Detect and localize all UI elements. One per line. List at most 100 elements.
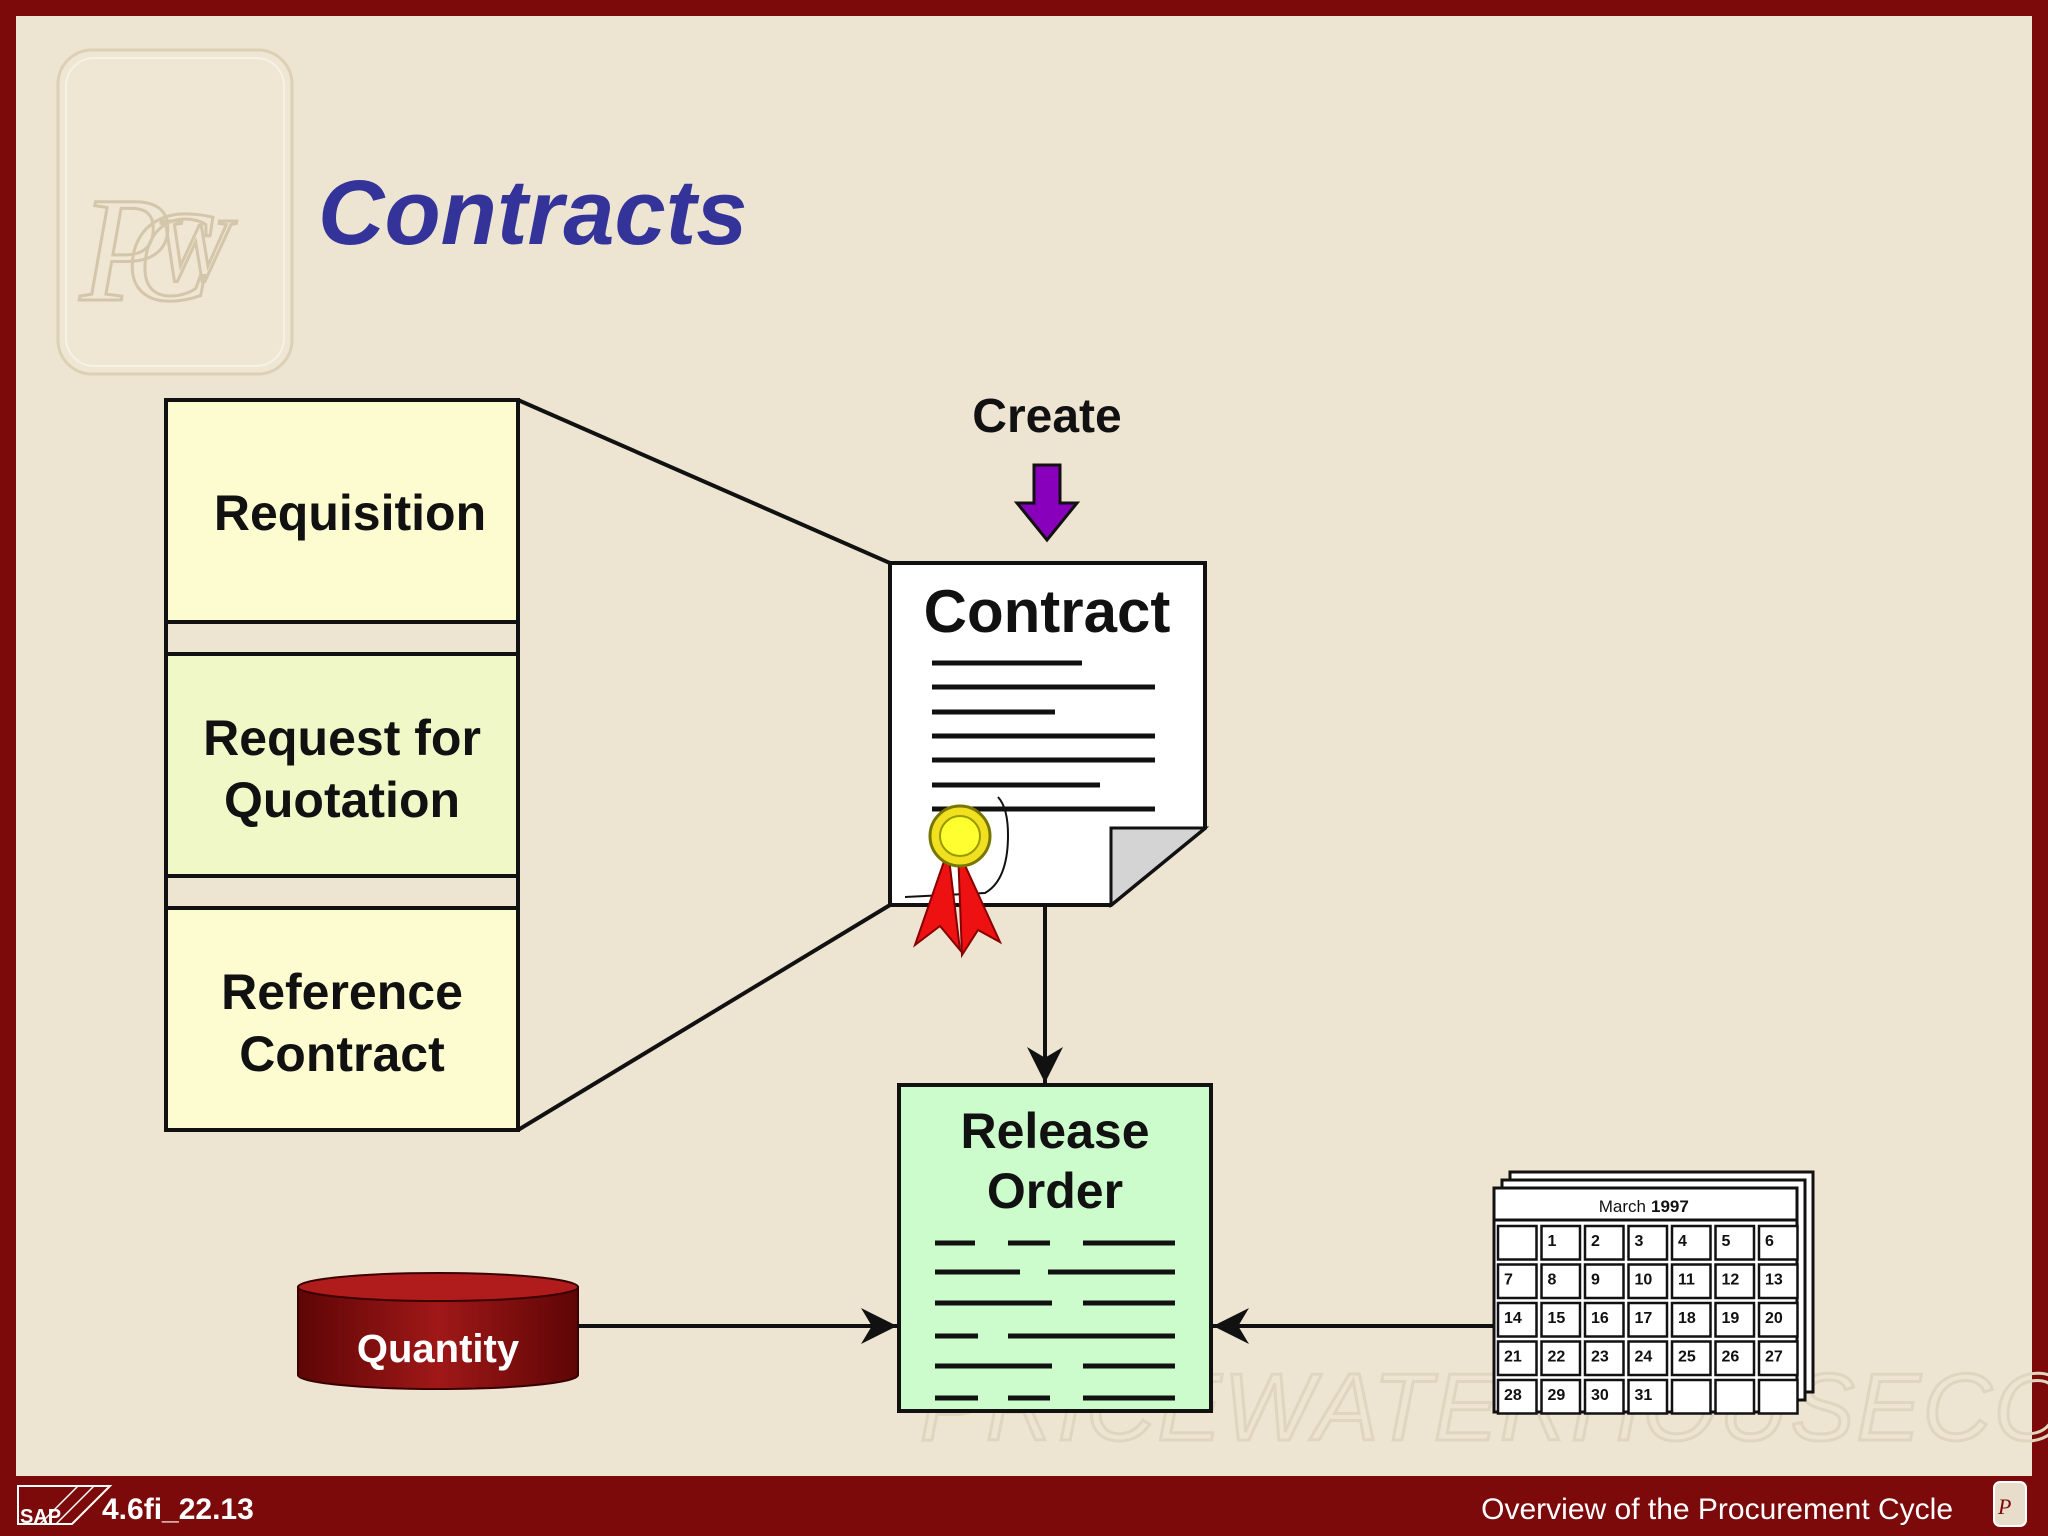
calendar-day: 12 bbox=[1722, 1272, 1740, 1289]
calendar-day: 24 bbox=[1635, 1349, 1653, 1366]
calendar-cell bbox=[1627, 1263, 1669, 1300]
calendar-cell bbox=[1496, 1340, 1538, 1377]
calendar-cell bbox=[1670, 1378, 1712, 1415]
calendar-day: 20 bbox=[1765, 1310, 1783, 1327]
calendar-cell bbox=[1540, 1263, 1582, 1300]
create-label: Create bbox=[972, 390, 1121, 443]
calendar-cell bbox=[1757, 1340, 1799, 1377]
calendar-cell bbox=[1757, 1301, 1799, 1338]
calendar-cell bbox=[1757, 1263, 1799, 1300]
contract-document: Contract bbox=[888, 561, 1210, 959]
calendar-day: 25 bbox=[1678, 1349, 1696, 1366]
calendar-cell bbox=[1757, 1224, 1799, 1261]
svg-text:W: W bbox=[155, 201, 237, 300]
calendar-month: March bbox=[1599, 1197, 1646, 1216]
calendar-cell bbox=[1670, 1224, 1712, 1261]
rfq-label-line2: Quotation bbox=[224, 772, 460, 828]
calendar-day: 19 bbox=[1722, 1310, 1740, 1327]
calendar-day: 4 bbox=[1678, 1233, 1687, 1250]
calendar-day: 16 bbox=[1591, 1310, 1609, 1327]
calendar-cell bbox=[1757, 1378, 1799, 1415]
calendar-cell bbox=[1627, 1378, 1669, 1415]
calendar-cell bbox=[1627, 1340, 1669, 1377]
sap-logo: SAP bbox=[17, 1485, 113, 1528]
calendar-day: 13 bbox=[1765, 1272, 1783, 1289]
release-order-label-line1: Release bbox=[960, 1103, 1149, 1159]
source-documents: Requisition Request for Quotation Refere… bbox=[164, 398, 520, 1132]
calendar-day: 21 bbox=[1504, 1349, 1522, 1366]
svg-text:C: C bbox=[125, 185, 213, 329]
calendar-cell bbox=[1670, 1263, 1712, 1300]
calendar-day: 7 bbox=[1504, 1272, 1513, 1289]
calendar-cell bbox=[1540, 1301, 1582, 1338]
create-arrow bbox=[1013, 463, 1081, 543]
calendar-day: 31 bbox=[1635, 1387, 1653, 1404]
svg-text:P: P bbox=[79, 167, 172, 333]
release-order-label-line2: Order bbox=[987, 1163, 1123, 1219]
seal-ribbon-icon bbox=[912, 804, 1003, 959]
calendar-day: 14 bbox=[1504, 1310, 1522, 1327]
calendar-day: 18 bbox=[1678, 1310, 1696, 1327]
slide-id: 4.6fi_22.13 bbox=[102, 1493, 254, 1526]
requisition-label: Requisition bbox=[214, 485, 486, 541]
calendar-day: 6 bbox=[1765, 1233, 1774, 1250]
pwc-footer-logo: P bbox=[1993, 1481, 2027, 1527]
funnel-line-top bbox=[517, 398, 891, 565]
calendar-day: 11 bbox=[1678, 1272, 1695, 1289]
calendar-day: 23 bbox=[1591, 1349, 1609, 1366]
release-order-text-lines bbox=[935, 1240, 1175, 1401]
calendar-day: 27 bbox=[1765, 1349, 1783, 1366]
reference-contract-box bbox=[164, 906, 520, 1132]
sap-logo-text: SAP bbox=[20, 1506, 61, 1528]
quantity-cylinder: Quantity bbox=[297, 1272, 579, 1390]
reference-contract-label-line2: Contract bbox=[239, 1026, 445, 1082]
calendar-cell bbox=[1540, 1224, 1582, 1261]
footer: SAP 4.6fi_22.13 Overview of the Procurem… bbox=[17, 1481, 2027, 1528]
calendar-cell bbox=[1583, 1224, 1625, 1261]
section-title: Overview of the Procurement Cycle bbox=[1481, 1493, 1953, 1526]
calendar-cell bbox=[1583, 1378, 1625, 1415]
calendar-cell bbox=[1714, 1301, 1756, 1338]
page-title: Contracts bbox=[318, 162, 747, 264]
calendar-cell bbox=[1540, 1340, 1582, 1377]
calendar-cell bbox=[1496, 1263, 1538, 1300]
pwc-logo: P C W bbox=[56, 48, 294, 376]
rfq-label-line1: Request for bbox=[203, 710, 481, 766]
contract-label: Contract bbox=[924, 578, 1171, 645]
calendar-day: 2 bbox=[1591, 1233, 1600, 1250]
calendar-day: 10 bbox=[1635, 1272, 1653, 1289]
calendar-day: 22 bbox=[1548, 1349, 1566, 1366]
calendar-cell bbox=[1583, 1301, 1625, 1338]
connector-bar bbox=[164, 872, 520, 912]
calendar-cell bbox=[1540, 1378, 1582, 1415]
svg-text:P: P bbox=[1997, 1494, 2011, 1519]
calendar-cell bbox=[1714, 1378, 1756, 1415]
calendar-day: 28 bbox=[1504, 1387, 1522, 1404]
calendar-day: 3 bbox=[1635, 1233, 1644, 1250]
calendar-cell bbox=[1670, 1301, 1712, 1338]
calendar-day: 9 bbox=[1591, 1272, 1600, 1289]
calendar-day: 17 bbox=[1635, 1310, 1653, 1327]
calendar-cell bbox=[1714, 1224, 1756, 1261]
calendar-day: 1 bbox=[1548, 1233, 1557, 1250]
calendar-cell bbox=[1627, 1301, 1669, 1338]
connector-bar bbox=[164, 618, 520, 658]
requisition-box bbox=[164, 398, 520, 624]
calendar-day: 15 bbox=[1548, 1310, 1566, 1327]
calendar-cell bbox=[1583, 1263, 1625, 1300]
calendar-cell bbox=[1496, 1224, 1538, 1261]
calendar-cell bbox=[1496, 1301, 1538, 1338]
calendar-year: 1997 bbox=[1651, 1197, 1689, 1216]
calendar-cell bbox=[1714, 1340, 1756, 1377]
calendar-day: 8 bbox=[1548, 1272, 1557, 1289]
calendar-day: 5 bbox=[1722, 1233, 1731, 1250]
calendar-cell bbox=[1583, 1340, 1625, 1377]
calendar-day: 26 bbox=[1722, 1349, 1740, 1366]
calendar-day: 29 bbox=[1548, 1387, 1566, 1404]
signature-line bbox=[904, 796, 1010, 898]
release-order-document: Release Order bbox=[897, 1083, 1213, 1413]
calendar-cell bbox=[1627, 1224, 1669, 1261]
